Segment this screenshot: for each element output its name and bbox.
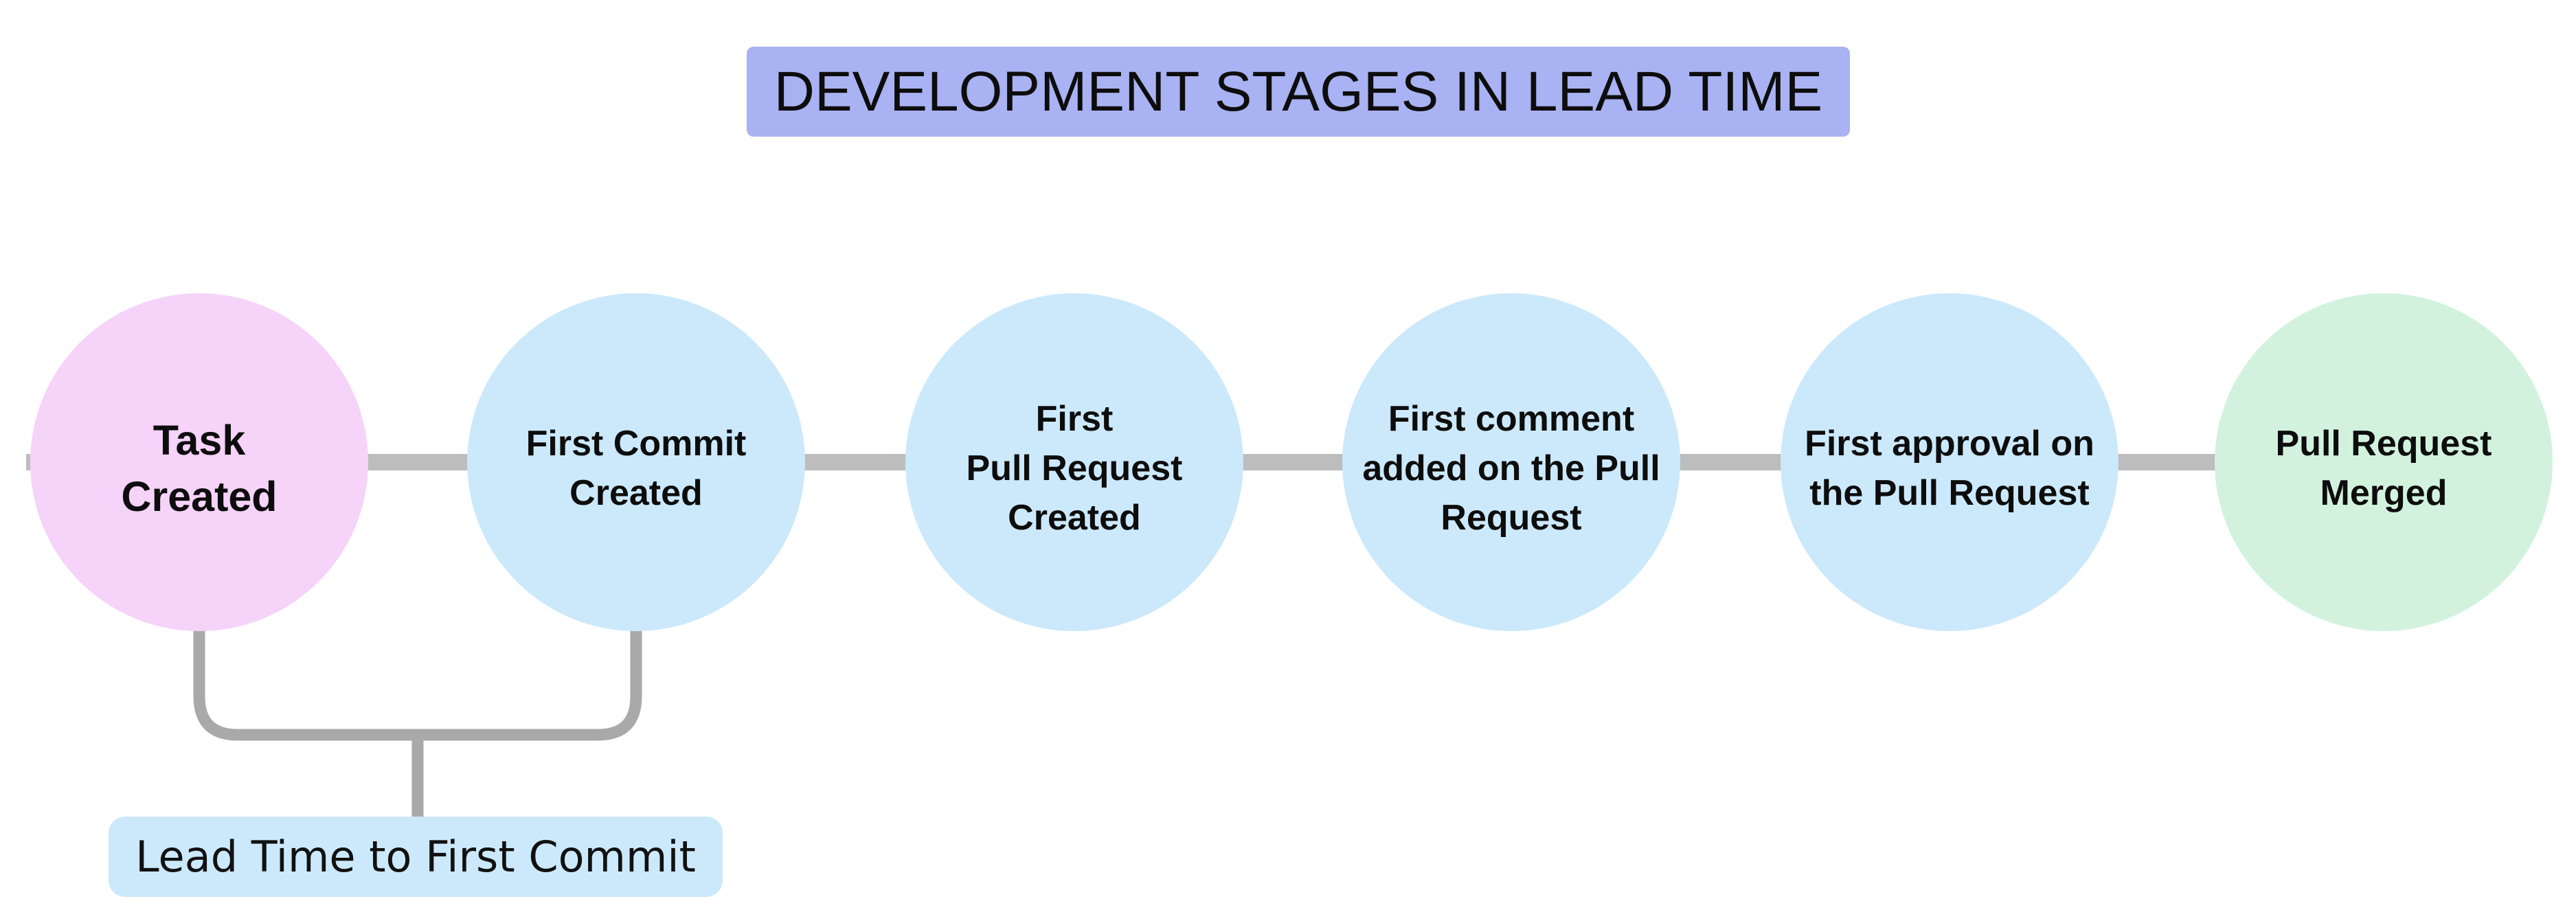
stage-circle-first-comment-added: First comment added on the Pull Request xyxy=(1342,293,1680,631)
stage-circle-first-approval: First approval on the Pull Request xyxy=(1781,293,2119,631)
stage-label-line: Merged xyxy=(2320,473,2448,513)
stage-label-line: Pull Request xyxy=(2275,424,2492,464)
stage-label-line: First xyxy=(1035,399,1114,439)
stage-circle-first-pull-request-created: First Pull Request Created xyxy=(905,293,1243,631)
stage-label-line: First Commit xyxy=(526,424,747,464)
stage-label: First Pull Request Created xyxy=(967,394,1183,543)
title-banner: DEVELOPMENT STAGES IN LEAD TIME xyxy=(747,47,1850,137)
stage-label-line: Task xyxy=(152,417,246,464)
stage-label-line: Created xyxy=(569,473,703,513)
stage-label-line: Request xyxy=(1440,498,1582,538)
stage-label-line: added on the Pull xyxy=(1362,448,1660,488)
stage-label: First Commit Created xyxy=(526,419,747,518)
stage-label: Pull Request Merged xyxy=(2276,419,2492,518)
lead-time-annotation-label: Lead Time to First Commit xyxy=(135,832,696,882)
stage-label: First comment added on the Pull Request xyxy=(1362,394,1660,543)
stage-label-line: First comment xyxy=(1388,399,1635,439)
stage-label-line: Pull Request xyxy=(966,448,1183,488)
stage-label-line: the Pull Request xyxy=(1809,473,2090,513)
lead-time-annotation-box: Lead Time to First Commit xyxy=(109,817,723,897)
stage-label: First approval on the Pull Request xyxy=(1805,419,2094,518)
bracket-curve xyxy=(193,604,642,741)
stage-circle-first-commit-created: First Commit Created xyxy=(467,293,805,631)
stage-circle-pull-request-merged: Pull Request Merged xyxy=(2215,293,2553,631)
stage-label-line: First approval on xyxy=(1805,424,2094,464)
page-title: DEVELOPMENT STAGES IN LEAD TIME xyxy=(773,60,1823,123)
stage-circle-task-created: Task Created xyxy=(30,293,368,631)
stage-label-line: Created xyxy=(1008,498,1141,538)
stage-label: Task Created xyxy=(121,412,277,525)
stage-label-line: Created xyxy=(121,473,278,520)
